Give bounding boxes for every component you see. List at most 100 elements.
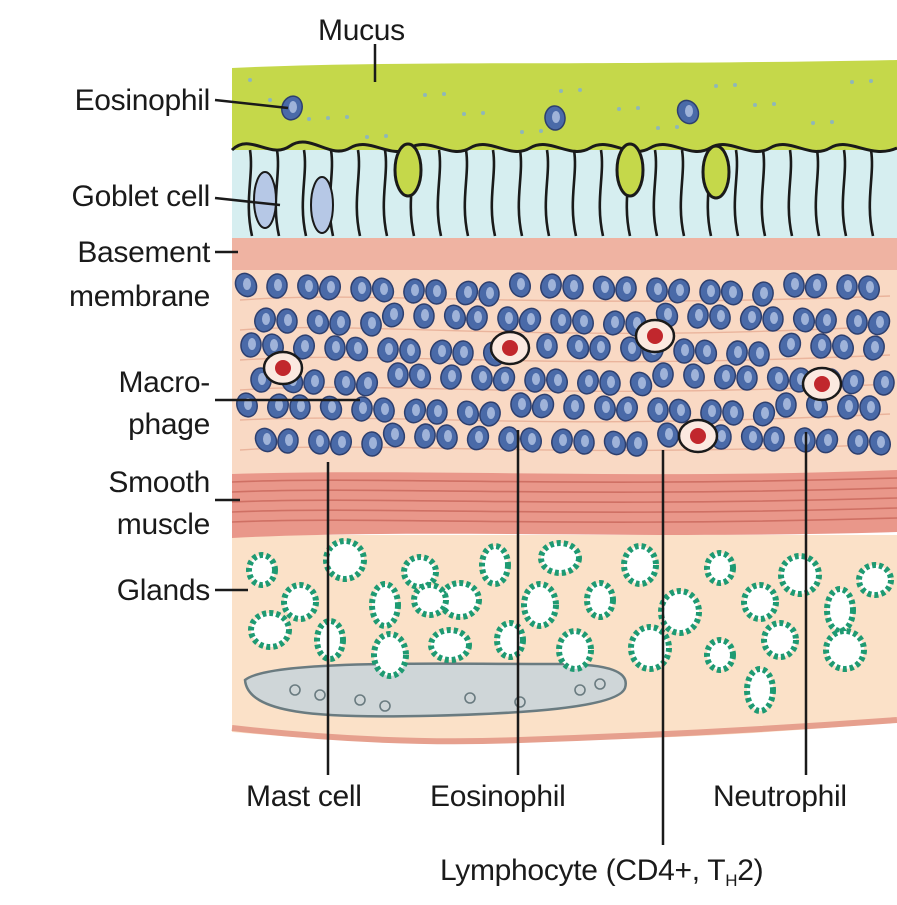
gland	[317, 621, 343, 659]
cell-granule	[718, 430, 726, 442]
mucus-speck	[559, 89, 563, 93]
cell-granule	[787, 338, 795, 350]
cell-granule	[433, 285, 441, 297]
mucus-speck	[462, 112, 466, 116]
cell-granule	[770, 312, 778, 324]
gland	[587, 583, 613, 617]
mucus-speck	[714, 84, 718, 88]
gland	[764, 623, 796, 657]
cell-granule	[607, 376, 615, 388]
cell-granule	[844, 280, 852, 292]
gland	[372, 584, 398, 626]
cell-granule	[703, 345, 711, 357]
cell-granule	[540, 399, 548, 411]
gland	[827, 589, 853, 631]
smooth-muscle-label-line1: Smooth	[0, 466, 210, 500]
macrophage-label-line1: Macro-	[0, 366, 210, 400]
cell-granule	[730, 406, 738, 418]
cell-granule	[813, 279, 821, 291]
lymphocyte-label-subscript: H	[725, 871, 737, 890]
cell-granule	[695, 309, 703, 321]
cell-granule	[685, 105, 693, 117]
cell-granule	[840, 340, 848, 352]
mucus-label: Mucus	[318, 14, 405, 48]
cell-granule	[559, 434, 567, 446]
cell-granule	[876, 316, 884, 328]
cell-granule	[332, 341, 340, 353]
cell-granule	[390, 308, 398, 320]
cell-granule	[761, 407, 769, 419]
goblet-cell-shaded	[311, 177, 333, 233]
cell-granule	[664, 308, 672, 320]
cell-granule	[744, 371, 752, 383]
mucus-speck	[656, 126, 660, 130]
cell-granule	[677, 404, 685, 416]
cell-granule	[301, 340, 309, 352]
cell-granule	[487, 407, 495, 419]
cell-granule	[866, 281, 874, 293]
basement-label-line2: membrane	[0, 280, 210, 314]
cell-granule	[412, 404, 420, 416]
gland	[326, 541, 364, 579]
eosinophil-top-label: Eosinophil	[0, 84, 210, 118]
cell-granule	[342, 376, 350, 388]
gland	[541, 543, 579, 573]
cell-granule	[316, 435, 324, 447]
cell-granule	[717, 310, 725, 322]
mucus-speck	[869, 79, 873, 83]
gland	[284, 585, 316, 619]
cell-granule	[479, 371, 487, 383]
goblet-cell-shaded	[254, 172, 276, 228]
cell-granule	[855, 435, 863, 447]
cell-granule	[337, 316, 345, 328]
cell-granule	[823, 314, 831, 326]
cell-granule	[824, 434, 832, 446]
gland	[707, 553, 733, 583]
mucus-speck	[578, 88, 582, 92]
cell-granule	[444, 430, 452, 442]
cell-granule	[544, 339, 552, 351]
cell-granule	[749, 431, 757, 443]
cell-granule	[877, 436, 885, 448]
lymphocyte-label-prefix: Lymphocyte (CD4+, T	[440, 854, 725, 887]
cell-granule	[411, 284, 419, 296]
gland	[431, 630, 469, 660]
cell-granule	[748, 311, 756, 323]
basement-membrane	[232, 236, 897, 270]
cell-granule	[417, 369, 425, 381]
gland	[744, 585, 776, 619]
mucus-speck	[345, 115, 349, 119]
mucus-speck	[850, 80, 854, 84]
gland	[707, 640, 733, 670]
gland	[859, 565, 891, 595]
cell-granule	[305, 280, 313, 292]
cell-granule	[358, 282, 366, 294]
cell-granule	[548, 279, 556, 291]
cell-granule	[391, 428, 399, 440]
cell-granule	[364, 377, 372, 389]
mucus-speck	[772, 102, 776, 106]
cell-granule	[581, 435, 589, 447]
cell-granule	[285, 434, 293, 446]
macrophage-nucleus	[814, 376, 830, 392]
cell-granule	[338, 436, 346, 448]
cell-granule	[665, 428, 673, 440]
cell-granule	[385, 343, 393, 355]
cell-granule	[691, 369, 699, 381]
cell-granule	[475, 431, 483, 443]
cell-granule	[270, 339, 278, 351]
mucus-speck	[268, 98, 272, 102]
gland	[559, 631, 591, 669]
cell-granule	[518, 398, 526, 410]
cell-granule	[771, 432, 779, 444]
cell-granule	[611, 316, 619, 328]
mast-cell-label: Mast cell	[246, 780, 362, 814]
cell-granule	[623, 282, 631, 294]
cell-granule	[532, 373, 540, 385]
cell-granule	[434, 405, 442, 417]
cell-granule	[552, 111, 560, 123]
cell-granule	[452, 310, 460, 322]
cell-granule	[486, 287, 494, 299]
cell-granule	[708, 405, 716, 417]
mucus-speck	[675, 125, 679, 129]
